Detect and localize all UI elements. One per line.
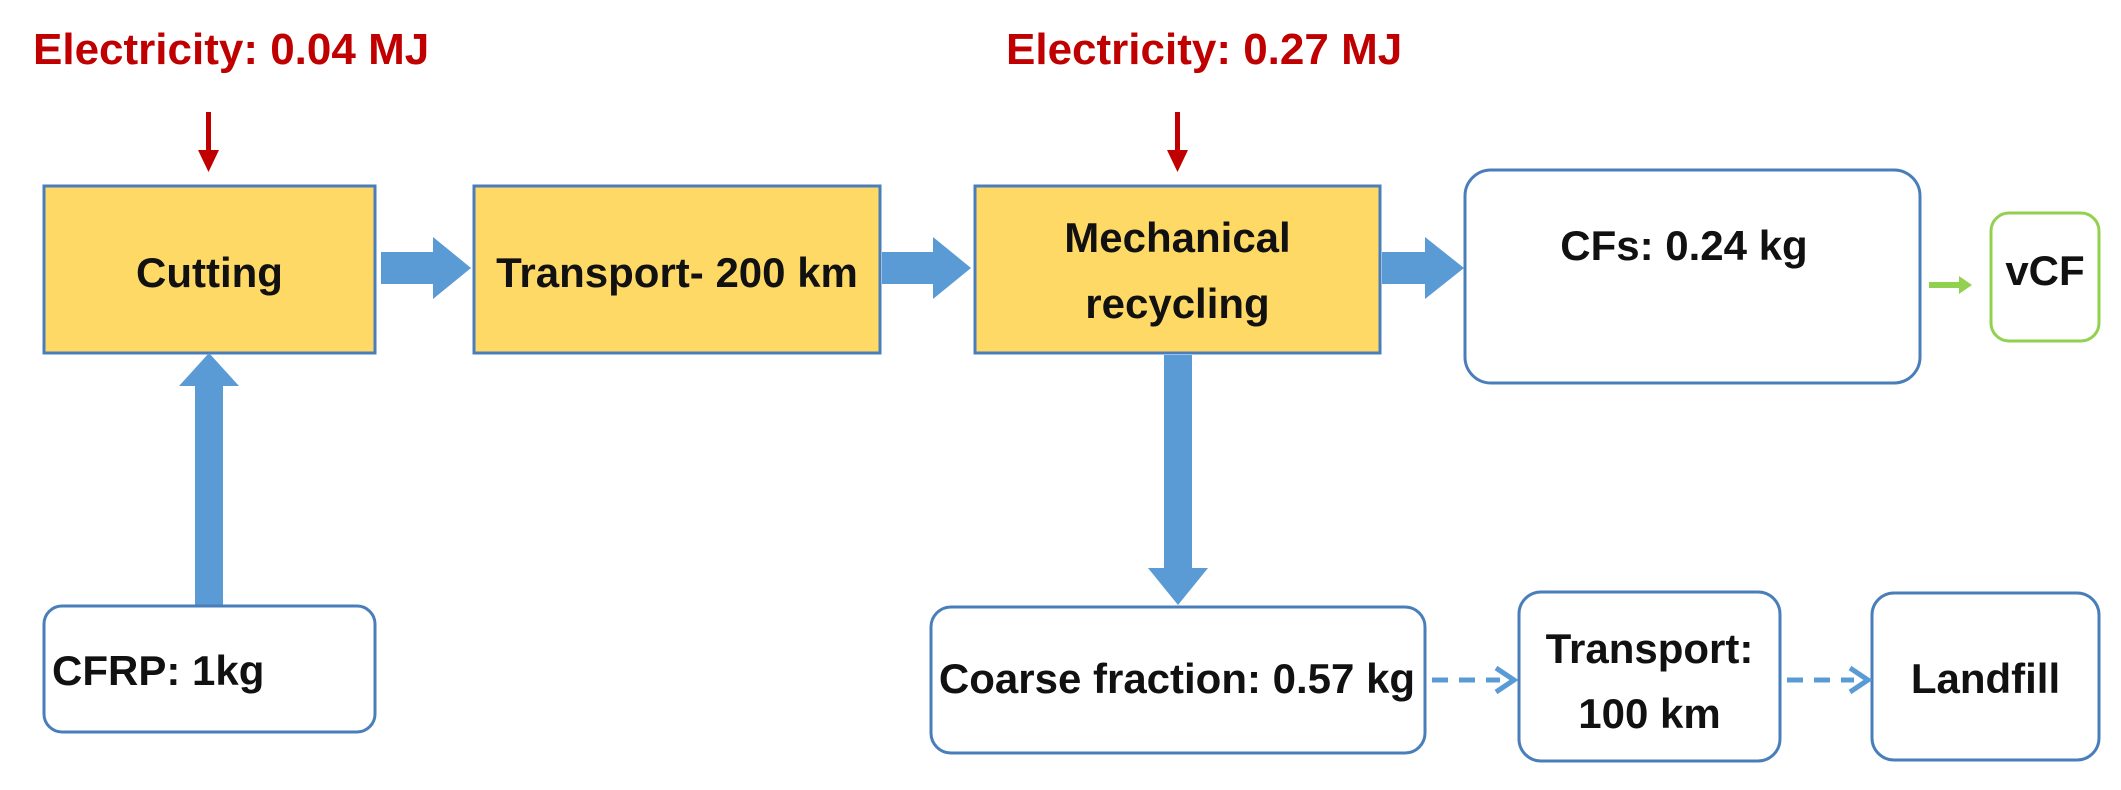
flow-transport-100km-line2: 100 km [1578, 690, 1720, 737]
process-transport-200km-label: Transport- 200 km [496, 249, 858, 296]
process-cutting-label: Cutting [136, 249, 283, 296]
arrow-cutting-to-transport [381, 237, 471, 299]
flow-landfill-label: Landfill [1911, 655, 2060, 702]
flow-transport-100km-line1: Transport: [1546, 625, 1754, 672]
arrow-transport-to-recycling [882, 237, 971, 299]
flow-landfill: Landfill [1870, 591, 2101, 762]
flow-cfrp-label: CFRP: 1kg [52, 647, 264, 694]
flow-cfs-label: CFs: 0.24 kg [1560, 222, 1807, 269]
flow-vcf: vCF [1989, 211, 2101, 343]
flow-cfs: CFs: 0.24 kg [1463, 168, 1922, 385]
process-recycling-label-line1: Mechanical [1064, 214, 1290, 261]
electricity-recycling-arrow [1167, 112, 1188, 172]
process-mechanical-recycling: Mechanical recycling [973, 184, 1382, 355]
arrow-recycling-to-cfs [1382, 237, 1464, 299]
flow-cfrp: CFRP: 1kg [42, 604, 377, 734]
process-transport-200km: Transport- 200 km [472, 184, 882, 355]
dashed-arrow-coarse-to-transport [1432, 665, 1519, 695]
flow-coarse-label: Coarse fraction: 0.57 kg [939, 655, 1415, 702]
electricity-cutting-arrow [198, 112, 219, 172]
process-cutting: Cutting [42, 184, 377, 355]
flow-coarse-fraction: Coarse fraction: 0.57 kg [929, 605, 1427, 755]
flow-vcf-label: vCF [2005, 247, 2084, 294]
arrow-recycling-to-coarse [1148, 355, 1208, 605]
electricity-cutting-label: Electricity: 0.04 MJ [33, 25, 429, 74]
arrow-cfs-to-vcf [1929, 276, 1972, 294]
flow-transport-100km: Transport: 100 km [1517, 590, 1782, 763]
dashed-arrow-transport-to-landfill [1787, 665, 1873, 695]
arrow-cfrp-to-cutting [179, 353, 239, 605]
process-recycling-label-line2: recycling [1085, 280, 1269, 327]
electricity-recycling-label: Electricity: 0.27 MJ [1006, 25, 1402, 74]
